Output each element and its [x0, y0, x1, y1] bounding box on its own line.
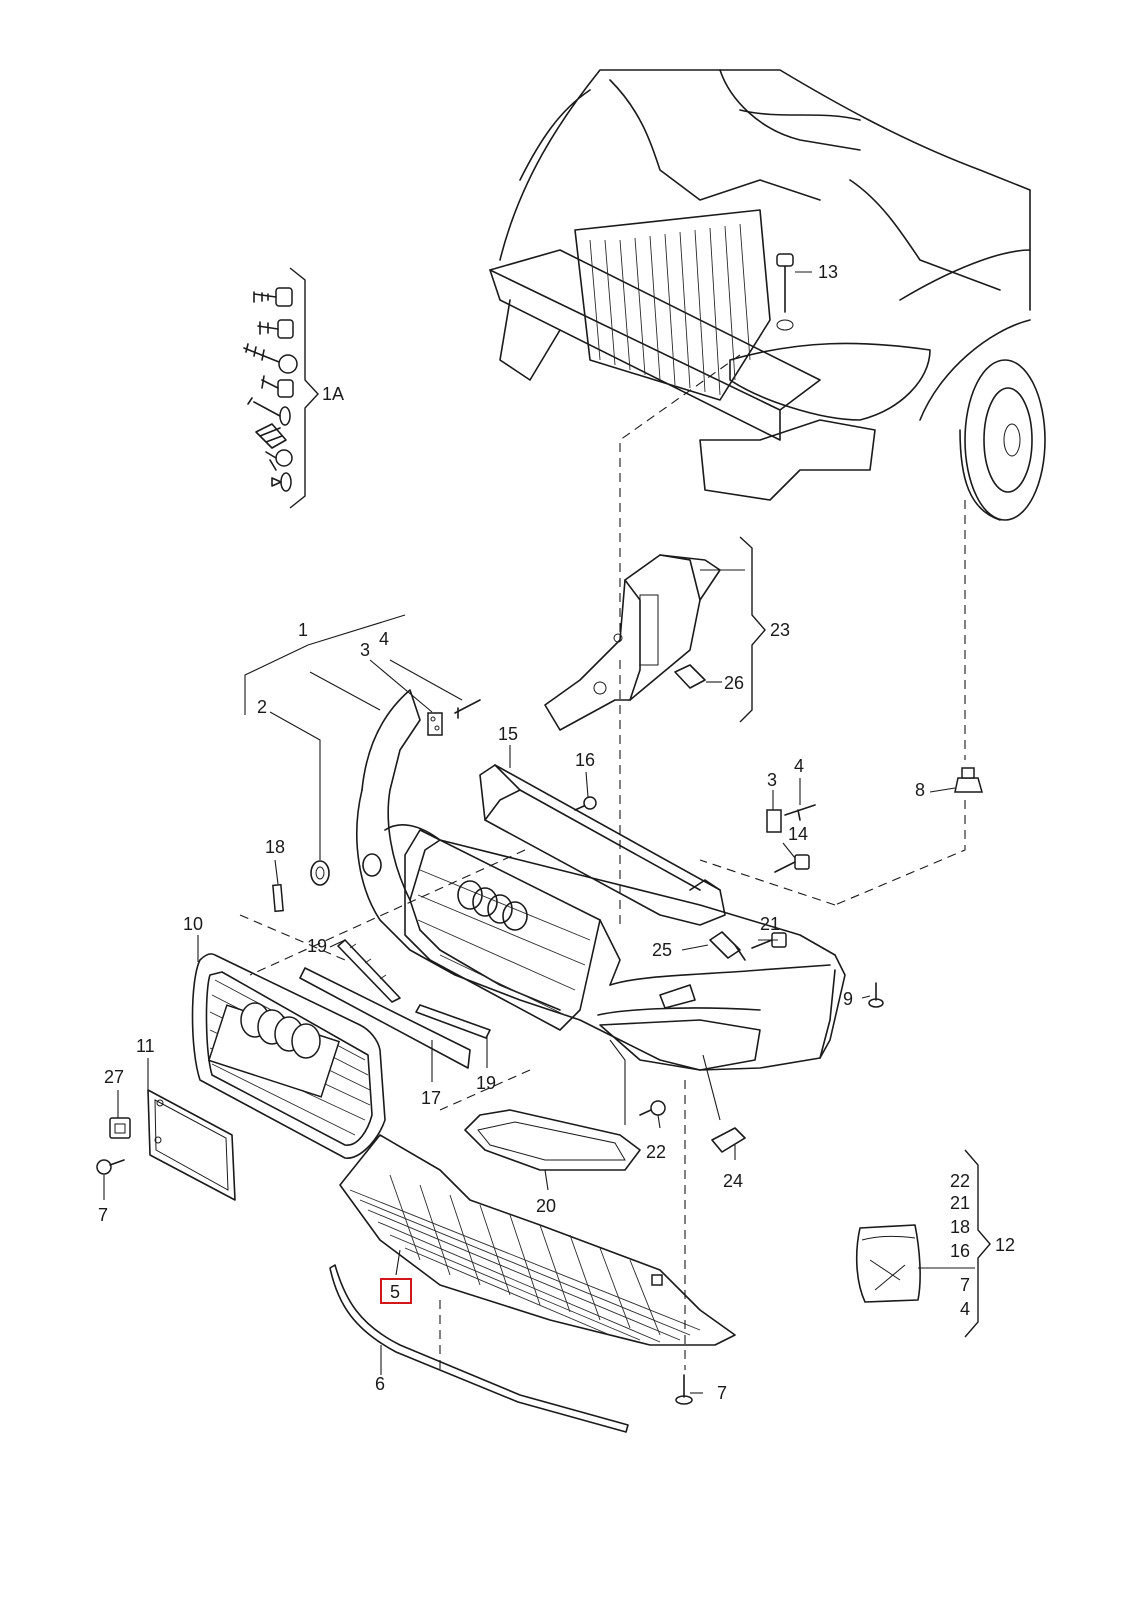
cover-20 — [464, 1109, 641, 1171]
bracket-3-right — [766, 804, 816, 833]
label-13: 13 — [818, 262, 838, 282]
clip-26-icon — [674, 664, 706, 689]
label-7-left: 7 — [98, 1205, 108, 1225]
label-1: 1 — [298, 620, 308, 640]
label-25: 25 — [652, 940, 672, 960]
leader-lines — [103, 271, 991, 1394]
kit-12-item: 16 — [950, 1241, 970, 1261]
nut-8-icon — [954, 767, 983, 793]
plate-holder-11 — [147, 1089, 236, 1201]
bolt-icon — [257, 319, 294, 339]
cap-24 — [711, 1127, 746, 1153]
trim-18 — [272, 883, 284, 913]
absorber-15 — [479, 764, 726, 926]
bolt-7-left-icon — [96, 1159, 125, 1175]
bolt-icon — [253, 287, 293, 307]
label-6: 6 — [375, 1374, 385, 1394]
label-19-lower: 19 — [476, 1073, 496, 1093]
label-7-bottom: 7 — [717, 1383, 727, 1403]
connection-lines — [239, 354, 966, 1370]
part-labels: 13 1A 23 26 1 3 4 2 15 16 3 4 14 8 18 10… — [98, 262, 1015, 1403]
ring-2-icon — [310, 860, 330, 886]
rivet-icon — [247, 397, 291, 426]
strip-6 — [329, 1264, 629, 1433]
bolt-icon — [261, 375, 294, 398]
bumper-cover-1 — [356, 689, 846, 1071]
label-3-left: 3 — [360, 640, 370, 660]
label-3-right: 3 — [767, 770, 777, 790]
label-17: 17 — [421, 1088, 441, 1108]
kit-12-item: 4 — [960, 1299, 970, 1319]
bracket-3-left — [427, 699, 481, 736]
bolt-7-bottom-icon — [675, 1374, 693, 1405]
label-9: 9 — [843, 989, 853, 1009]
plug-icon — [271, 472, 292, 492]
label-26: 26 — [724, 673, 744, 693]
label-23: 23 — [770, 620, 790, 640]
kit-12-item: 7 — [960, 1275, 970, 1295]
label-19-upper: 19 — [307, 936, 327, 956]
label-24: 24 — [723, 1171, 743, 1191]
kit-12-item: 21 — [950, 1193, 970, 1213]
front-end-structure — [489, 69, 1046, 521]
label-5: 5 — [390, 1282, 400, 1302]
label-12: 12 — [995, 1235, 1015, 1255]
label-18: 18 — [265, 837, 285, 857]
clip-icon — [255, 423, 287, 449]
screw-22-icon — [639, 1100, 666, 1116]
label-11: 11 — [136, 1036, 155, 1056]
label-15: 15 — [498, 724, 518, 744]
grille-10 — [191, 953, 386, 1159]
label-10: 10 — [183, 914, 203, 934]
label-4-left: 4 — [379, 629, 389, 649]
kit-12-item: 18 — [950, 1217, 970, 1237]
trim-17 — [299, 967, 471, 1069]
label-8: 8 — [915, 780, 925, 800]
label-27: 27 — [104, 1067, 124, 1087]
label-2: 2 — [257, 697, 267, 717]
screw-icon — [243, 343, 298, 374]
highlight-box-5 — [380, 1278, 412, 1304]
label-4-right: 4 — [794, 756, 804, 776]
bag-12-icon — [855, 1224, 921, 1303]
kit-12-item: 22 — [950, 1171, 970, 1191]
fastener-set-1a — [243, 267, 319, 509]
label-22: 22 — [646, 1142, 666, 1162]
screw-13-icon — [776, 253, 794, 331]
trim-19-lower — [415, 1004, 491, 1039]
clip-25-icon — [709, 931, 746, 961]
label-14: 14 — [788, 824, 808, 844]
trim-19-upper — [337, 939, 401, 1003]
label-1a: 1A — [322, 384, 344, 404]
bracket-23 — [544, 554, 721, 731]
label-16: 16 — [575, 750, 595, 770]
screw-9-icon — [868, 982, 884, 1008]
screw-16-icon — [574, 796, 597, 811]
label-20: 20 — [536, 1196, 556, 1216]
label-21: 21 — [760, 914, 780, 934]
clip-nut-icon — [265, 449, 293, 471]
bolt-14-icon — [774, 854, 810, 873]
lower-grille-5 — [339, 1134, 736, 1346]
nut-27-icon — [109, 1117, 131, 1139]
